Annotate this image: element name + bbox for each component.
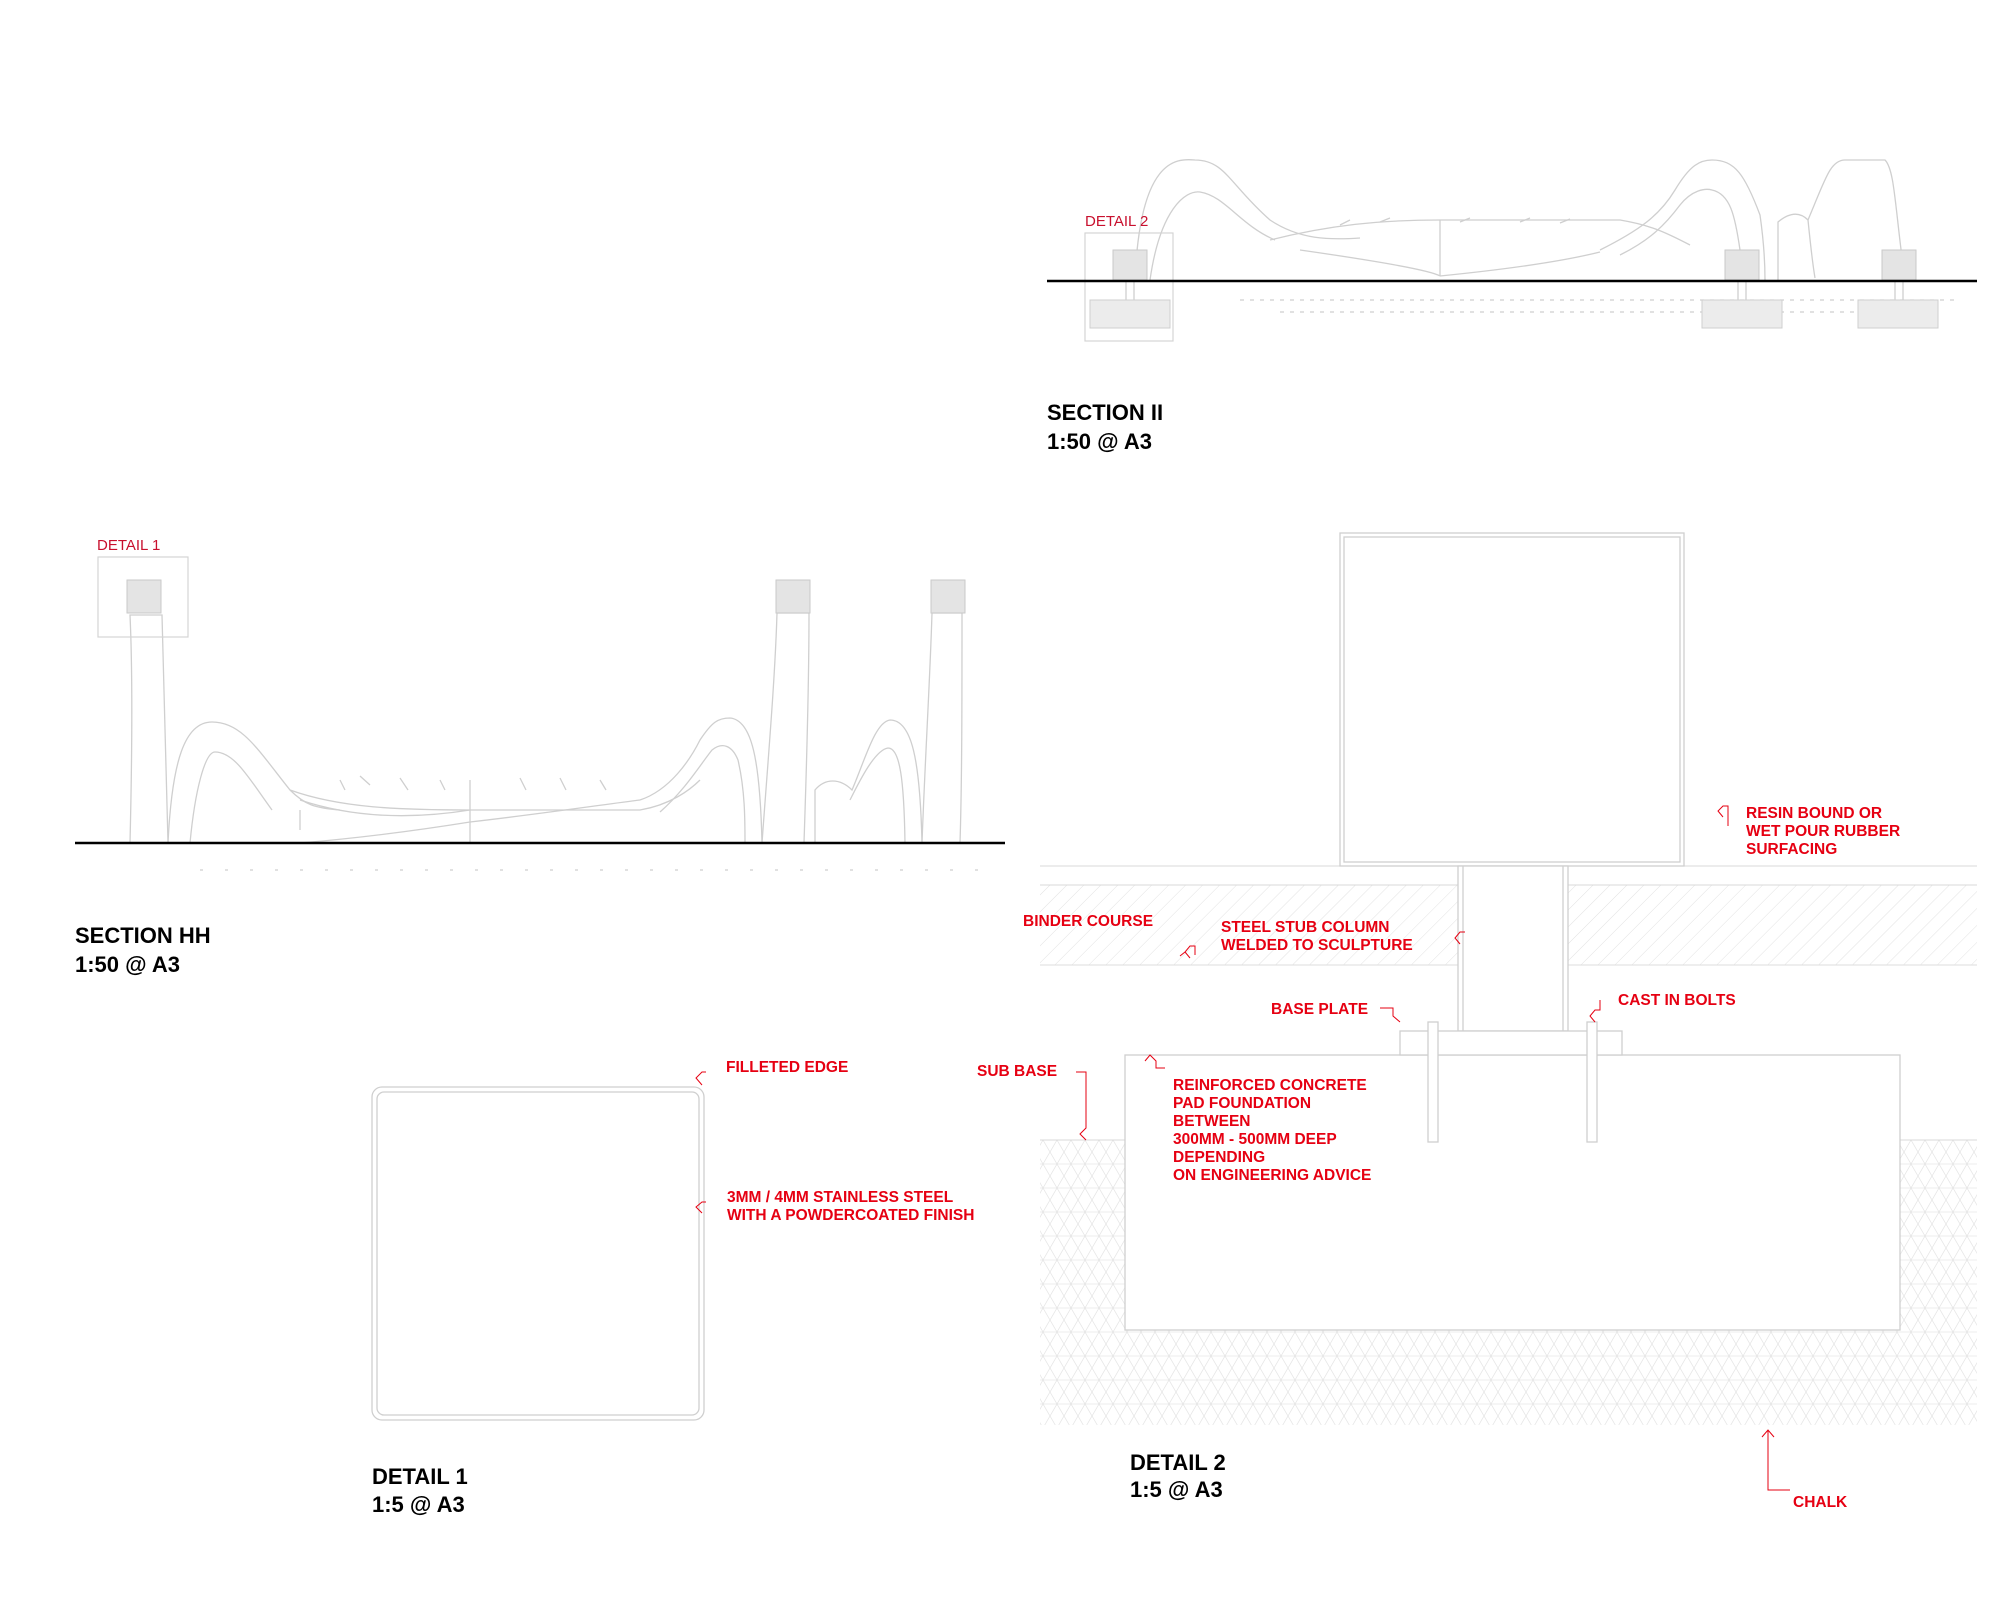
base-plate-label: BASE PLATE bbox=[1271, 1001, 1368, 1018]
sub-base-label: SUB BASE bbox=[977, 1063, 1057, 1080]
detail-2-drawing bbox=[1040, 532, 1977, 1491]
concrete-pad-label-line3: BETWEEN bbox=[1173, 1113, 1251, 1130]
concrete-pad-label-line6: ON ENGINEERING ADVICE bbox=[1173, 1167, 1371, 1184]
section-hh-title: SECTION HH bbox=[75, 923, 211, 948]
section-hh-scale: 1:50 @ A3 bbox=[75, 952, 180, 977]
resin-surfacing-label-line2: WET POUR RUBBER bbox=[1746, 823, 1900, 840]
resin-surfacing-label-line3: SURFACING bbox=[1746, 841, 1837, 858]
detail-1-title: DETAIL 1 bbox=[372, 1464, 468, 1489]
concrete-pad-label-line5: DEPENDING bbox=[1173, 1149, 1265, 1166]
detail-2-scale: 1:5 @ A3 bbox=[1130, 1477, 1223, 1502]
detail-1-drawing bbox=[371, 1071, 706, 1421]
chalk-label: CHALK bbox=[1793, 1494, 1848, 1511]
stainless-steel-label-line1: 3MM / 4MM STAINLESS STEEL bbox=[727, 1189, 953, 1206]
section-ii-title: SECTION II bbox=[1047, 400, 1163, 425]
resin-surfacing-label-line1: RESIN BOUND OR bbox=[1746, 805, 1882, 822]
concrete-pad-label-line2: PAD FOUNDATION bbox=[1173, 1095, 1311, 1112]
concrete-pad-label-line1: REINFORCED CONCRETE bbox=[1173, 1077, 1367, 1094]
section-ii-scale: 1:50 @ A3 bbox=[1047, 429, 1152, 454]
detail-1-scale: 1:5 @ A3 bbox=[372, 1492, 465, 1517]
concrete-pad-label-line4: 300MM - 500MM DEEP bbox=[1173, 1131, 1337, 1148]
detail-2-tag: DETAIL 2 bbox=[1085, 213, 1148, 230]
section-ii-drawing bbox=[1047, 159, 1977, 342]
stainless-steel-label-line2: WITH A POWDERCOATED FINISH bbox=[727, 1207, 974, 1224]
stub-column-label-line2: WELDED TO SCULPTURE bbox=[1221, 937, 1413, 954]
detail-1-tag: DETAIL 1 bbox=[97, 537, 160, 554]
section-hh-drawing bbox=[75, 556, 1005, 871]
detail-2-title: DETAIL 2 bbox=[1130, 1450, 1226, 1475]
filleted-edge-label: FILLETED EDGE bbox=[726, 1059, 848, 1076]
stub-column-label-line1: STEEL STUB COLUMN bbox=[1221, 919, 1390, 936]
cast-in-bolts-label: CAST IN BOLTS bbox=[1618, 992, 1736, 1009]
binder-course-label: BINDER COURSE bbox=[1023, 913, 1153, 930]
